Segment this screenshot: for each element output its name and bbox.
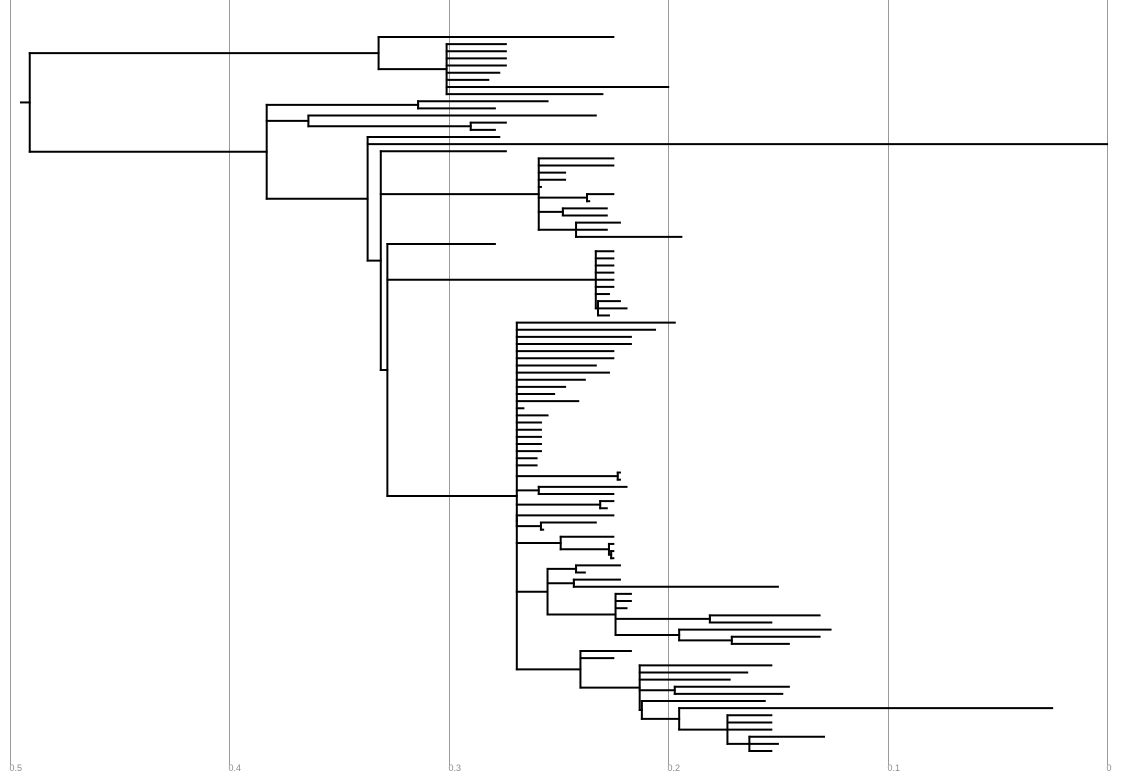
x-tick-label: 0.1 (888, 763, 901, 773)
tree-branches (19, 36, 1108, 752)
x-axis-tick-labels: 0.5 0.4 0.3 0.2 0.1 0 (10, 763, 1112, 773)
x-tick-label: 0.3 (449, 763, 462, 773)
x-tick-label: 0.2 (668, 763, 681, 773)
x-tick-label: 0 (1107, 763, 1112, 773)
grid-lines (10, 0, 1108, 765)
x-tick-label: 0.5 (10, 763, 23, 773)
x-tick-label: 0.4 (229, 763, 242, 773)
